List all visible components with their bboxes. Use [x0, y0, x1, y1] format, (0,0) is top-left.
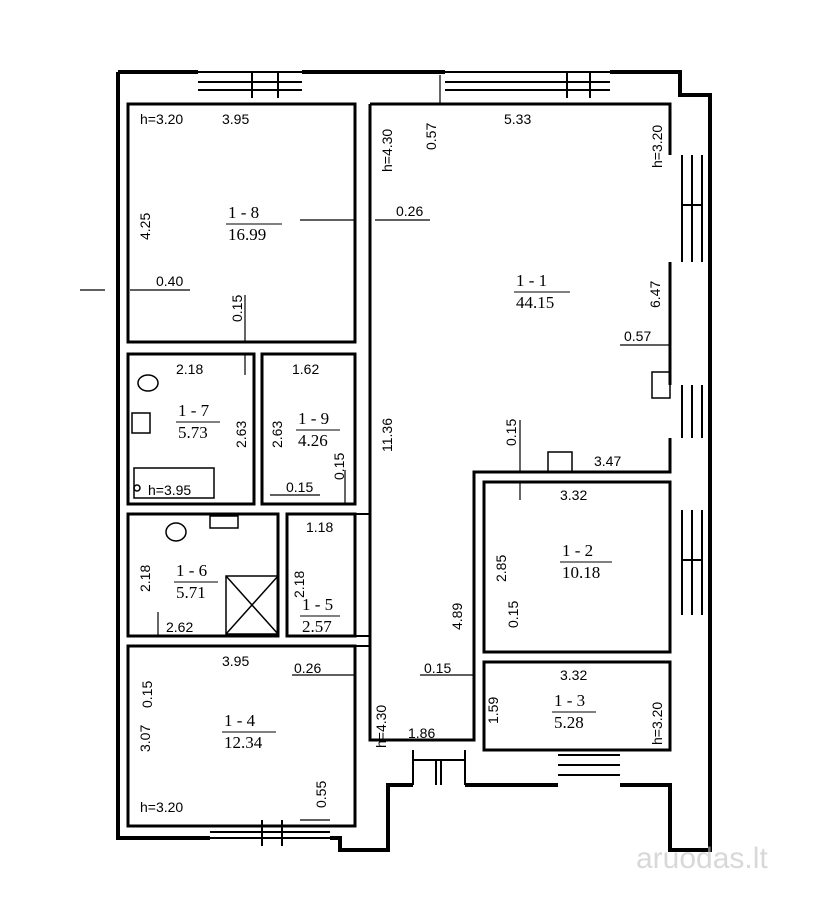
height-1-1-left: h=4.30	[379, 129, 395, 172]
room-1-8-area: 16.99	[228, 225, 266, 244]
dim-1-3-side: 1.59	[485, 697, 501, 724]
height-1-8: h=3.20	[140, 111, 183, 127]
room-1-9-area: 4.26	[298, 431, 328, 450]
toilet-icon	[137, 374, 159, 392]
room-1-2-area: 10.18	[562, 563, 600, 582]
stove-icon	[547, 451, 573, 473]
sink-icon	[131, 412, 151, 434]
dim-489: 4.89	[449, 603, 465, 630]
height-1-7: h=3.95	[148, 482, 191, 498]
fixtures	[131, 371, 671, 635]
dim-1-1-026: 0.26	[396, 203, 423, 219]
dim-1-5-top: 1.18	[306, 519, 333, 535]
room-1-5-id: 1 - 5	[302, 595, 333, 614]
dim-1-7-side: 2.63	[233, 421, 249, 448]
dim-1-9-015b: 0.15	[286, 479, 313, 495]
dim-1-4-026: 0.26	[294, 660, 321, 676]
height-hall: h=4.30	[373, 705, 389, 748]
room-1-4-id: 1 - 4	[224, 711, 256, 730]
dim-1-6-bottom: 2.62	[166, 619, 193, 635]
dim-1-1-side: 6.47	[647, 281, 663, 308]
dim-1-2-side: 2.85	[493, 555, 509, 582]
dim-1-1-top: 5.33	[504, 111, 531, 127]
room-1-7-id: 1 - 7	[178, 401, 210, 420]
dim-1-2-015: 0.15	[505, 601, 521, 628]
room-1-3-id: 1 - 3	[554, 691, 585, 710]
dim-1-4-015: 0.15	[139, 681, 155, 708]
dim-1-6-side: 2.18	[137, 565, 153, 592]
dim-1-7-top: 2.18	[176, 361, 203, 377]
dim-186: 1.86	[408, 725, 435, 741]
room-1-7-area: 5.73	[178, 423, 208, 442]
room-1-1-area: 44.15	[516, 293, 554, 312]
dim-1-4-top: 3.95	[222, 653, 249, 669]
drain-icon	[133, 484, 141, 492]
room-1-2-id: 1 - 2	[562, 541, 593, 560]
dim-1-8-side: 4.25	[137, 213, 153, 240]
sink-icon-2	[209, 515, 239, 529]
meter-icon	[651, 371, 671, 399]
watermark-aruodas: aruodas.lt	[636, 842, 768, 875]
dim-1-9-015a: 0.15	[331, 453, 347, 480]
dim-1-8-top: 3.95	[222, 111, 249, 127]
dim-1-1-057b: 0.57	[624, 328, 651, 344]
dim-1-1-015: 0.15	[503, 419, 519, 446]
dim-1-3-top: 3.32	[560, 667, 587, 683]
room-1-8-id: 1 - 8	[228, 203, 259, 222]
walls	[116, 70, 712, 852]
dim-1-9-top: 1.62	[292, 361, 319, 377]
height-1-3: h=3.20	[649, 702, 665, 745]
dim-1-8-wall: 0.40	[156, 273, 183, 289]
dim-1-1-347: 3.47	[594, 453, 621, 469]
room-1-4-area: 12.34	[224, 733, 263, 752]
room-1-6-area: 5.71	[176, 583, 206, 602]
dim-1-1-057a: 0.57	[423, 123, 439, 150]
height-1-1-right: h=3.20	[649, 125, 665, 168]
room-1-5-area: 2.57	[302, 617, 332, 636]
room-1-9-id: 1 - 9	[298, 409, 329, 428]
room-1-6-id: 1 - 6	[176, 561, 207, 580]
room-1-1-id: 1 - 1	[516, 271, 547, 290]
dim-1-5-side: 2.18	[291, 571, 307, 598]
dimension-arrows	[80, 75, 670, 821]
dim-1-9-side: 2.63	[269, 421, 285, 448]
dim-1-2-top: 3.32	[560, 487, 587, 503]
dim-1-8-bottom: 0.15	[229, 295, 245, 322]
dim-015c: 0.15	[424, 660, 451, 676]
height-1-4: h=3.20	[140, 799, 183, 815]
toilet-icon-2	[165, 522, 187, 542]
dim-hall: 11.36	[379, 418, 395, 452]
room-1-3-area: 5.28	[554, 713, 584, 732]
dim-1-4-055: 0.55	[313, 781, 329, 808]
shower-icon	[225, 575, 279, 635]
dim-1-4-side: 3.07	[137, 725, 153, 752]
